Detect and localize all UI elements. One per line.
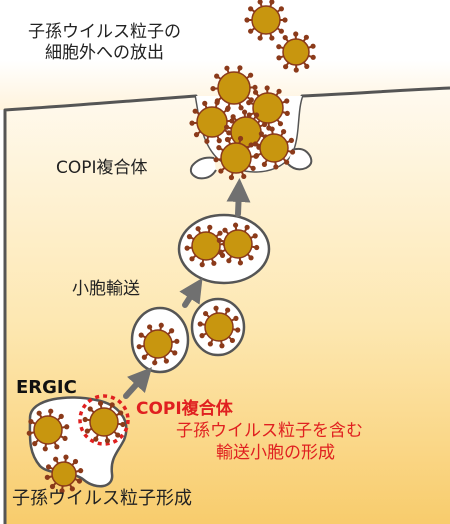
- virus-particle: [197, 305, 241, 349]
- virus-particle: [276, 31, 316, 73]
- copi-coat-budding: [78, 394, 130, 446]
- copi-coat-left: [189, 156, 217, 180]
- virus-particle: [189, 100, 235, 144]
- copi-formation-title: COPI複合体: [136, 399, 233, 419]
- virus-particle: [26, 408, 70, 452]
- virus-formation-label: 子孫ウイルス粒子形成: [12, 488, 192, 509]
- copi-formation-label: COPI複合体 子孫ウイルス粒子を含む 輸送小胞の形成: [136, 398, 363, 464]
- release-label-line1: 子孫ウイルス粒子の: [28, 22, 181, 42]
- arrow-vesicle-to-vesicle: [179, 277, 203, 308]
- virus-particle: [210, 65, 258, 111]
- virus-particle: [213, 135, 259, 181]
- virus-particles: [26, 0, 316, 494]
- arrow-ergic-to-vesicle: [123, 367, 153, 399]
- transport-arrows: [123, 178, 251, 399]
- release-label-line2: 細胞外への放出: [45, 43, 164, 63]
- ergic-label: ERGIC: [16, 377, 77, 398]
- virus-particle: [216, 222, 260, 266]
- virus-particle: [82, 400, 126, 444]
- copi-formation-line2: 輸送小胞の形成: [216, 443, 335, 463]
- arrow-vesicle-to-membrane: [226, 178, 251, 217]
- release-label: 子孫ウイルス粒子の 細胞外への放出: [28, 22, 181, 64]
- copi-formation-line1: 子孫ウイルス粒子を含む: [176, 421, 363, 441]
- virus-particle: [136, 322, 180, 366]
- virus-particle: [44, 454, 84, 494]
- copi-label: COPI複合体: [56, 158, 148, 178]
- virus-particle: [252, 126, 296, 170]
- virus-particle: [244, 0, 288, 41]
- virus-particle: [184, 224, 228, 268]
- vesicle-transport-label: 小胞輸送: [72, 279, 140, 299]
